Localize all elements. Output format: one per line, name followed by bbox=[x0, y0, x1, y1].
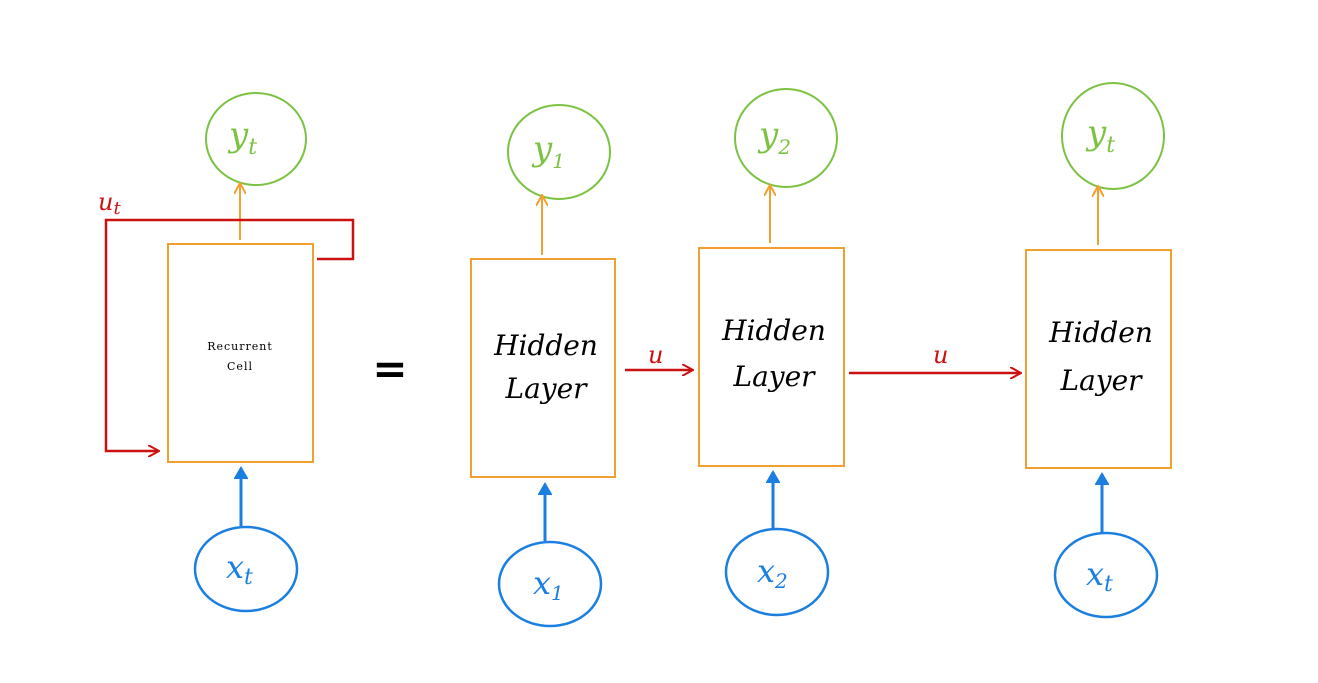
recurrent-loop-label: ut bbox=[98, 188, 121, 219]
input-node-x2 bbox=[724, 527, 830, 617]
output-node-y2 bbox=[734, 88, 838, 188]
recurrent-edge-1-2: u bbox=[625, 341, 692, 370]
hidden-layer-label-line1: Hidden bbox=[1048, 316, 1153, 349]
input-node-label: xt bbox=[1086, 555, 1113, 597]
unrolled-step-t: yt Hidden Layer xt bbox=[1025, 82, 1172, 619]
output-node-y1 bbox=[507, 104, 611, 200]
output-node-label: y2 bbox=[757, 115, 791, 159]
hidden-layer-box bbox=[470, 258, 616, 478]
unrolled-step-2: y2 Hidden Layer x2 bbox=[698, 88, 845, 617]
input-node-x1 bbox=[497, 540, 603, 628]
unrolled-step-1: y1 Hidden Layer x1 bbox=[470, 104, 616, 628]
recurrent-cell-label-line1: Recurrent bbox=[207, 340, 273, 353]
recurrent-cell-label-line2: Cell bbox=[227, 360, 253, 373]
output-node-label: y1 bbox=[531, 129, 565, 173]
recurrent-edge-2-3: u bbox=[849, 341, 1020, 373]
recurrent-cell-group: yt Recurrent Cell ut xt bbox=[98, 92, 355, 613]
hidden-layer-label-line1: Hidden bbox=[721, 314, 826, 347]
recurrent-loop-arrow bbox=[104, 218, 355, 451]
input-node-label: x2 bbox=[757, 552, 788, 593]
hidden-layer-box bbox=[1025, 249, 1172, 469]
hidden-layer-box bbox=[698, 247, 845, 467]
hidden-layer-label-line1: Hidden bbox=[493, 329, 598, 362]
input-node-label: x1 bbox=[533, 564, 564, 605]
hidden-layer-label-line2: Layer bbox=[504, 372, 588, 405]
hidden-layer-label-line2: Layer bbox=[732, 360, 816, 393]
recurrent-cell-box bbox=[167, 243, 314, 463]
equals-sign: = bbox=[372, 344, 407, 393]
hidden-layer-label-line2: Layer bbox=[1059, 364, 1143, 397]
input-node-xt bbox=[1053, 531, 1159, 619]
output-node-yt bbox=[1061, 82, 1165, 190]
output-node-yt bbox=[205, 92, 307, 186]
recurrent-edge-label: u bbox=[933, 341, 948, 369]
input-node-xt bbox=[193, 525, 299, 613]
recurrent-edge-label: u bbox=[648, 341, 663, 369]
input-node-label: xt bbox=[226, 548, 253, 590]
output-node-label: yt bbox=[227, 115, 257, 160]
output-node-label: yt bbox=[1085, 113, 1115, 158]
